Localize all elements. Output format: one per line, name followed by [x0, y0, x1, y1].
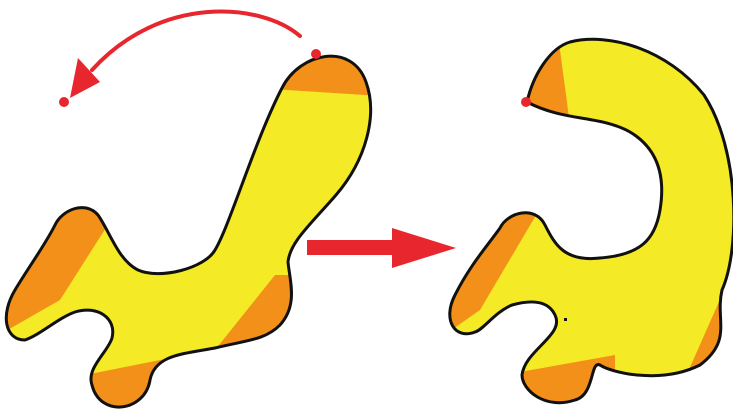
transition-arrow: [307, 228, 456, 268]
rotation-arrow: [59, 11, 300, 107]
original-shape: [0, 20, 380, 419]
arrow-shaft: [307, 240, 395, 255]
top-handle-region: [500, 20, 570, 125]
source-point[interactable]: [311, 49, 321, 59]
curved-arrow-icon: [92, 11, 300, 70]
shape-body: [450, 39, 733, 402]
moved-point[interactable]: [521, 97, 531, 107]
small-marker: [564, 318, 567, 321]
right-arrow-icon: [392, 228, 456, 268]
deformed-shape: [430, 20, 733, 419]
target-point[interactable]: [59, 97, 69, 107]
